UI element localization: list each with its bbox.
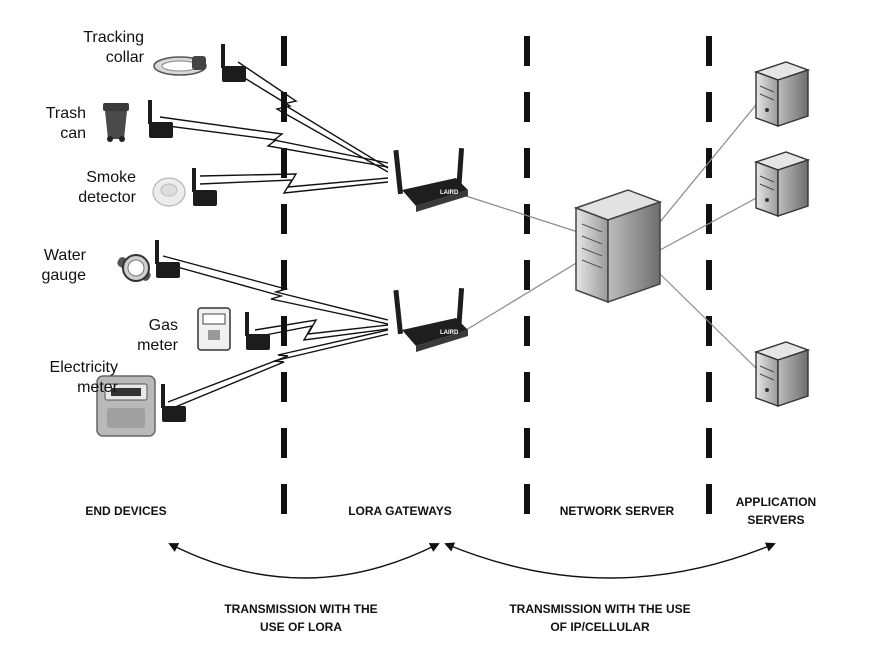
caption-network-server: NETWORK SERVER [559, 504, 675, 518]
network-server-icon [573, 189, 663, 304]
lora-module-icon [221, 44, 246, 82]
lora-link-electricity-meter [167, 329, 389, 411]
lora-modules [148, 44, 270, 422]
lora-link-tracking-collar [237, 61, 389, 173]
smoke-detector-icon [152, 177, 186, 207]
gas-meter-icon [197, 307, 231, 351]
caption-lora-gateways: LORA GATEWAYS [348, 504, 452, 518]
lora-link-water-gauge [162, 255, 389, 325]
lora-module-icon [192, 168, 217, 206]
ip-links [465, 99, 761, 373]
application-server-icon [753, 341, 811, 407]
application-server-icon [753, 61, 811, 127]
water-gauge-icon [117, 254, 151, 282]
svg-text:LAIRD: LAIRD [440, 330, 459, 336]
column-separators [281, 36, 712, 520]
lora-links [159, 61, 389, 411]
lora-link-trash-can [159, 116, 389, 168]
lora-module-icon [245, 312, 270, 350]
lora-transmission-arrow [168, 543, 440, 579]
lora-module-icon [148, 100, 173, 138]
lora-link-smoke-detector [199, 173, 389, 194]
lora-gateway-2: LAIRD [393, 287, 468, 352]
lora-module-icon [155, 240, 180, 278]
svg-text:LAIRD: LAIRD [440, 190, 459, 196]
tracking-collar-icon [153, 56, 207, 76]
trash-can-icon [103, 103, 129, 142]
lora-link-gas-meter [254, 319, 389, 341]
electricity-meter-icon [96, 375, 156, 437]
caption-end-devices: END DEVICES [85, 504, 167, 518]
lora-module-icon [161, 384, 186, 422]
application-server-icon [753, 151, 811, 217]
ip-transmission-arrow [444, 542, 776, 579]
lora-gateway-1: LAIRD [393, 147, 468, 212]
